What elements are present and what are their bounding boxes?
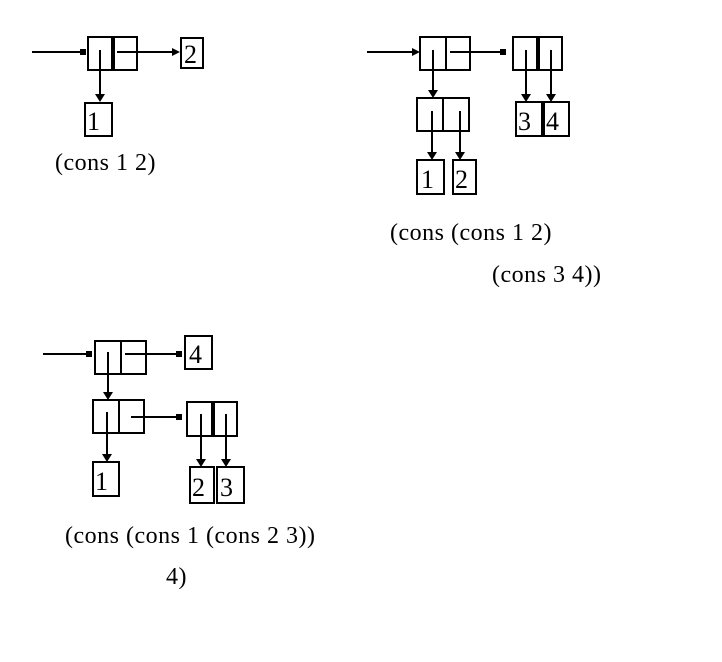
atom-box-2 [180,37,204,69]
arrowhead [427,152,437,160]
atom-label: 3 [518,107,531,136]
atom-label: 1 [95,467,108,496]
expression-caption-line-1: (cons (cons 1 (cons 2 3)) [65,523,315,549]
arrowhead [102,454,112,462]
cons-cell [87,36,138,71]
arrowhead [176,414,182,420]
expression-caption: (cons 1 2) [55,150,156,176]
diagram-cons-cons12-cons34: 3 4 1 2 (cons (cons 1 2) (cons 3 4)) [367,36,601,288]
atom-label: 2 [184,40,197,69]
expression-caption-line-2: 4) [166,564,187,590]
atom-label: 3 [220,473,233,502]
atom-box-2 [189,466,215,504]
arrowhead [103,392,113,400]
atom-label: 4 [189,340,202,369]
arrowhead [521,94,531,102]
atom-box-2 [452,159,477,195]
atom-label: 1 [87,107,100,136]
atom-label: 4 [546,107,559,136]
atom-label: 2 [455,165,468,194]
atom-box-1 [416,159,445,195]
expression-caption-line-1: (cons (cons 1 2) [390,220,552,246]
atom-label: 1 [421,165,434,194]
atom-box-1 [84,102,113,137]
arrowhead [412,48,420,56]
atom-box-4 [184,335,213,370]
arrowhead [176,351,182,357]
arrowhead [546,94,556,102]
expression-caption-line-2: (cons 3 4)) [492,262,601,288]
atom-box-3 [216,466,245,504]
arrowhead [86,351,92,357]
arrowhead [221,459,231,467]
arrowhead [95,94,105,102]
atom-box-1 [92,461,120,497]
atom-label: 2 [192,473,205,502]
diagram-cons-1-2: 2 1 (cons 1 2) [32,36,204,176]
arrowhead [172,48,180,56]
arrowhead [500,49,506,55]
arrowhead [428,90,438,98]
arrowhead [455,152,465,160]
diagram-cons-cons1-cons23-4: 4 1 2 3 (cons (cons 1 (cons 2 3)) 4) [43,335,315,590]
arrowhead [196,459,206,467]
arrowhead [80,49,86,55]
